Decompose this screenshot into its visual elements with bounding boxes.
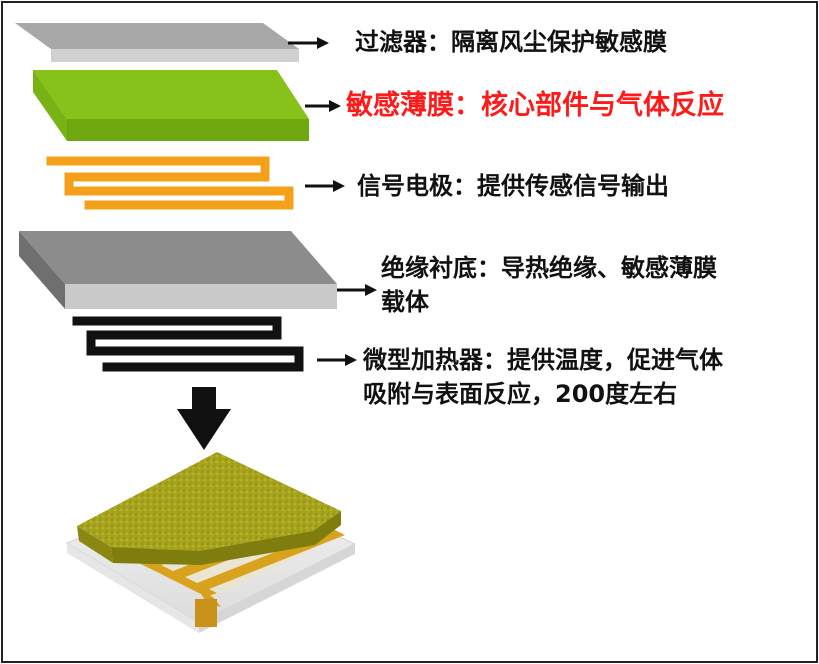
right-arrow-icon — [288, 37, 329, 49]
electrode-label-line: 信号电极：提供传感信号输出 — [357, 172, 669, 200]
substrate-top — [19, 231, 337, 284]
filter-layer-top — [15, 23, 299, 49]
sensing-film-side — [33, 70, 67, 141]
assembled-sensor — [65, 452, 357, 633]
filter-label: 过滤器：隔离风尘保护敏感膜 — [355, 25, 667, 59]
electrode-label: 信号电极：提供传感信号输出 — [357, 169, 669, 203]
right-arrow-icon — [337, 284, 377, 296]
substrate-front — [65, 284, 337, 309]
signal-electrode-layer — [46, 156, 294, 210]
substrate-side — [19, 231, 65, 309]
filter-layer-front — [51, 49, 299, 62]
substrate-label: 绝缘衬底：导热绝缘、敏感薄膜 载体 — [381, 251, 717, 319]
heater-layer — [72, 316, 304, 372]
filter-label-line: 过滤器：隔离风尘保护敏感膜 — [355, 28, 667, 56]
heater-trace — [72, 316, 304, 372]
substrate-label-line-2: 载体 — [381, 288, 429, 316]
right-arrow-icon — [305, 100, 341, 112]
substrate-layer — [19, 231, 337, 309]
down-arrow-icon — [177, 387, 231, 450]
right-arrow-icon — [305, 180, 345, 192]
exploded-layers-illustration — [15, 23, 377, 633]
substrate-label-line-1: 绝缘衬底：导热绝缘、敏感薄膜 — [381, 254, 717, 282]
sensing-film-label-line: 敏感薄膜：核心部件与气体反应 — [346, 90, 724, 121]
assembled-film-top — [77, 452, 341, 551]
filter-layer — [15, 23, 299, 62]
right-arrow-icon — [317, 354, 357, 366]
assembled-glass-edge — [67, 543, 199, 633]
assembled-film-edge — [111, 511, 341, 565]
sensing-film-layer — [33, 70, 309, 141]
heater-label-line-1: 微型加热器：提供温度，促进气体 — [363, 346, 723, 374]
heater-label-line-2: 吸附与表面反应，200度左右 — [363, 380, 678, 408]
heater-label: 微型加热器：提供温度，促进气体 吸附与表面反应，200度左右 — [363, 343, 723, 411]
sensing-film-front — [67, 119, 309, 141]
signal-electrode-trace — [46, 156, 294, 210]
sensing-film-label: 敏感薄膜：核心部件与气体反应 — [346, 88, 724, 124]
sensing-film-top — [33, 70, 309, 119]
